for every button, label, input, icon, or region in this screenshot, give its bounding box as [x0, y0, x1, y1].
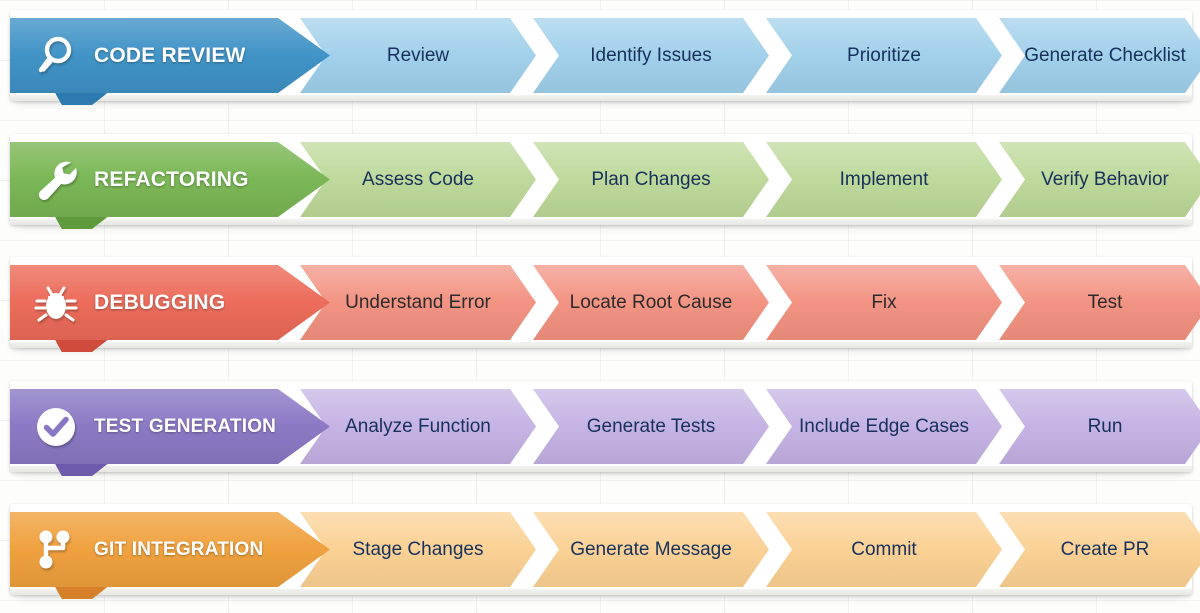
- step-label: Plan Changes: [591, 168, 711, 190]
- step-label: Fix: [871, 291, 897, 313]
- step-label: Commit: [851, 538, 917, 560]
- step-label: Generate Checklist: [1024, 44, 1186, 66]
- row-header-refactoring[interactable]: REFACTORING: [10, 142, 330, 217]
- row-header-label: TEST GENERATION: [94, 415, 277, 437]
- step-chevron-git-integration-1[interactable]: Stage Changes: [300, 512, 536, 587]
- step-chevron-refactoring-3[interactable]: Implement: [766, 142, 1002, 217]
- step-label: Analyze Function: [345, 415, 491, 437]
- step-chevron-refactoring-2[interactable]: Plan Changes: [533, 142, 769, 217]
- step-chevrons: Analyze Function Generate Tests Include Ed…: [300, 389, 1200, 464]
- ribbon-fold-tab: [54, 338, 110, 352]
- row-header-label: CODE REVIEW: [94, 43, 246, 67]
- step-chevron-code-review-3[interactable]: Prioritize: [766, 18, 1002, 93]
- step-chevron-code-review-4[interactable]: Generate Checklist: [999, 18, 1200, 93]
- step-label: Generate Message: [570, 538, 732, 560]
- step-chevron-git-integration-4[interactable]: Create PR: [999, 512, 1200, 587]
- ribbon-fold-tab: [54, 462, 110, 476]
- step-chevron-code-review-2[interactable]: Identify Issues: [533, 18, 769, 93]
- step-chevron-test-generation-4[interactable]: Run: [999, 389, 1200, 464]
- wrench-icon: [32, 156, 80, 204]
- step-chevron-debugging-2[interactable]: Locate Root Cause: [533, 265, 769, 340]
- step-label: Stage Changes: [352, 538, 484, 560]
- step-label: Create PR: [1060, 538, 1150, 560]
- step-chevrons: Assess Code Plan Changes Implement Verify B…: [300, 142, 1200, 217]
- step-label: Run: [1087, 415, 1123, 437]
- git-branch-icon: [32, 526, 80, 574]
- step-chevron-test-generation-3[interactable]: Include Edge Cases: [766, 389, 1002, 464]
- step-chevron-debugging-4[interactable]: Test: [999, 265, 1200, 340]
- step-chevron-git-integration-3[interactable]: Commit: [766, 512, 1002, 587]
- ribbon-fold-tab: [54, 585, 110, 599]
- step-chevron-code-review-1[interactable]: Review: [300, 18, 536, 93]
- step-label: Identify Issues: [590, 44, 712, 66]
- workflow-row-test-generation: Analyze Function Generate Tests Include Ed…: [10, 381, 1200, 476]
- row-header-debugging[interactable]: DEBUGGING: [10, 265, 330, 340]
- step-label: Understand Error: [345, 291, 491, 313]
- bug-icon: [32, 279, 80, 327]
- workflow-row-debugging: Understand Error Locate Root Cause Fix Test…: [10, 257, 1200, 352]
- step-chevron-git-integration-2[interactable]: Generate Message: [533, 512, 769, 587]
- ribbon-fold-tab: [54, 215, 110, 229]
- step-chevron-refactoring-4[interactable]: Verify Behavior: [999, 142, 1200, 217]
- step-label: Review: [386, 44, 450, 66]
- ribbon-fold-tab: [54, 91, 110, 105]
- step-label: Locate Root Cause: [569, 291, 733, 313]
- row-header-test-generation[interactable]: TEST GENERATION: [10, 389, 330, 464]
- step-chevron-test-generation-1[interactable]: Analyze Function: [300, 389, 536, 464]
- step-chevrons: Understand Error Locate Root Cause Fix Test: [300, 265, 1200, 340]
- step-label: Prioritize: [847, 44, 921, 66]
- step-label: Test: [1087, 291, 1123, 313]
- magnifier-icon: [32, 32, 80, 80]
- step-chevrons: Review Identify Issues Prioritize Generate …: [300, 18, 1200, 93]
- workflow-row-refactoring: Assess Code Plan Changes Implement Verify B…: [10, 134, 1200, 229]
- step-chevron-test-generation-2[interactable]: Generate Tests: [533, 389, 769, 464]
- step-label: Verify Behavior: [1041, 168, 1169, 190]
- step-label: Assess Code: [362, 168, 474, 190]
- check-circle-icon: [32, 403, 80, 451]
- row-header-code-review[interactable]: CODE REVIEW: [10, 18, 330, 93]
- row-header-label: REFACTORING: [94, 167, 249, 191]
- step-chevron-debugging-3[interactable]: Fix: [766, 265, 1002, 340]
- step-label: Implement: [839, 168, 929, 190]
- step-label: Include Edge Cases: [798, 415, 970, 437]
- row-header-label: DEBUGGING: [94, 290, 226, 314]
- step-label: Generate Tests: [586, 415, 716, 437]
- step-chevron-refactoring-1[interactable]: Assess Code: [300, 142, 536, 217]
- row-header-git-integration[interactable]: GIT INTEGRATION: [10, 512, 330, 587]
- step-chevron-debugging-1[interactable]: Understand Error: [300, 265, 536, 340]
- step-chevrons: Stage Changes Generate Message Commit Creat…: [300, 512, 1200, 587]
- workflow-row-git-integration: Stage Changes Generate Message Commit Creat…: [10, 504, 1200, 599]
- row-header-label: GIT INTEGRATION: [94, 538, 264, 560]
- workflow-row-code-review: Review Identify Issues Prioritize Generate …: [10, 10, 1200, 105]
